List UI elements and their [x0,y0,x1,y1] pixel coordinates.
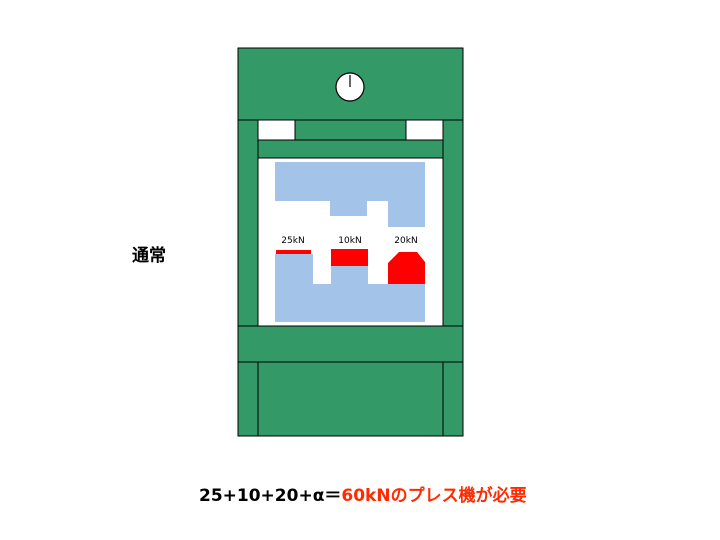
guide-window-right [405,119,444,141]
die-label-25kn: 25kN [281,236,304,246]
die-label-20kn: 20kN [394,236,417,246]
load-marker-25kn [276,250,311,254]
load-formula: 25+10+20+α＝60kNのプレス機が必要 [199,481,527,506]
load-marker-10kn [331,249,368,266]
press-slide [257,139,444,159]
formula-sum: 25+10+20+α＝ [199,486,342,506]
side-label: 通常 [132,246,166,266]
ram-stem [294,119,407,141]
formula-result: 60kNのプレス機が必要 [341,486,527,506]
press-bolster [237,325,464,363]
lower-die [275,254,425,322]
guide-window-left [257,119,296,141]
upper-die [275,162,425,227]
press-base-inner [257,361,444,437]
load-marker-20kn [388,252,425,284]
die-label-10kn: 10kN [338,236,361,246]
